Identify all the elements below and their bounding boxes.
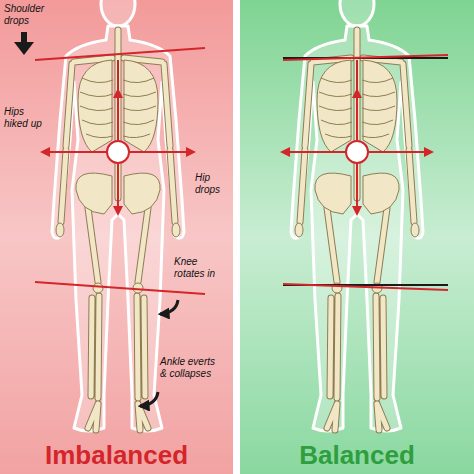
callout-holder: Hips hiked up [4,106,42,130]
balance-markers [282,55,448,290]
callout-label: Shoulder drops [4,3,56,27]
callout-holder: Shoulder drops [4,3,56,27]
callout-holder: Hip drops [195,172,229,196]
callout-label: Hips hiked up [4,106,42,130]
imbalance-markers [14,32,205,406]
callout-holder: Ankle everts & collapses [160,356,224,380]
panel-title: Imbalanced [45,441,188,470]
skeleton-figure [291,0,423,431]
panel-title: Balanced [299,441,415,470]
callout-label: Knee rotates in [174,256,228,280]
callout-holder: Knee rotates in [174,256,228,280]
callout-label: Hip drops [195,172,229,196]
panel-band: Imbalanced [0,0,233,474]
panel-band: Balanced [240,0,474,474]
callout-label: Ankle everts & collapses [160,356,224,380]
